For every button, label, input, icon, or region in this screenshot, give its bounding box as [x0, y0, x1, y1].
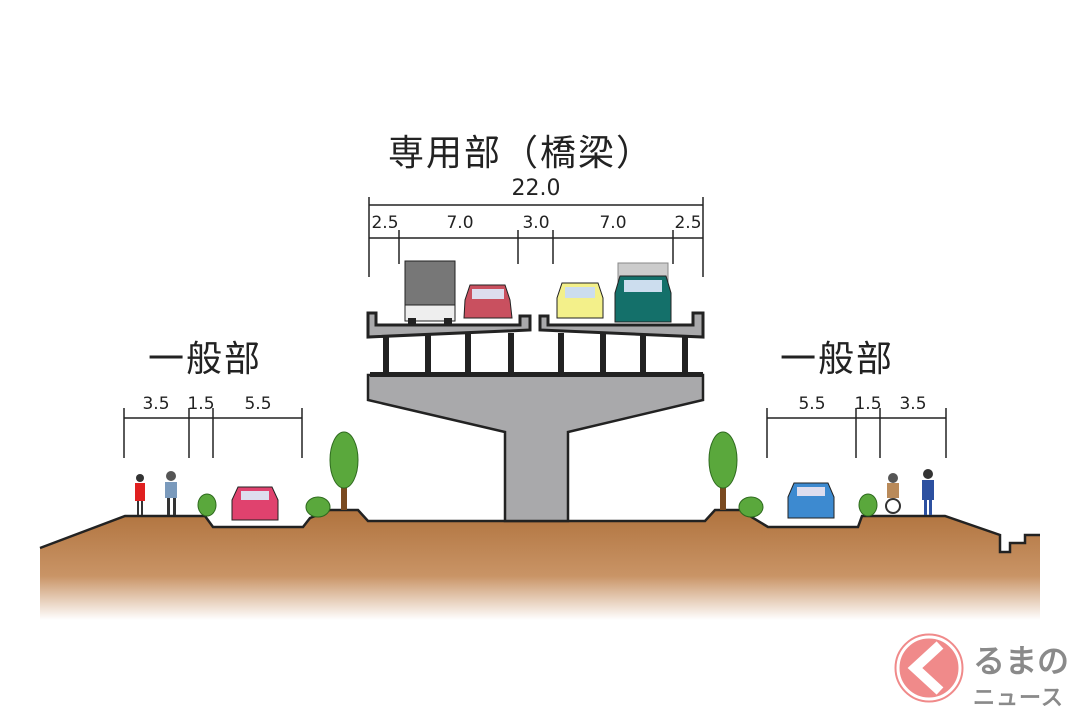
deck-right	[538, 311, 705, 339]
dim-label: 7.0	[599, 213, 627, 233]
dim-label: 7.0	[446, 213, 474, 233]
dim-label: 1.5	[187, 394, 215, 414]
deck-columns	[370, 333, 703, 377]
general-right-title: 一般部	[780, 339, 895, 380]
dedicated-section-title: 専用部（橋梁）	[388, 133, 655, 174]
dim-label: 5.5	[798, 394, 826, 414]
dim-label: 1.5	[854, 394, 882, 414]
dim-label: 5.5	[244, 394, 272, 414]
general-left-title: 一般部	[148, 339, 263, 380]
dim-label: 3.0	[522, 213, 550, 233]
pedestrians	[135, 469, 934, 515]
logo-text-line2: ニュース	[973, 686, 1064, 711]
trees	[197, 431, 878, 518]
dim-label: 2.5	[674, 213, 702, 233]
dim-label: 3.5	[899, 394, 927, 414]
yellow-car-vehicle	[556, 282, 604, 319]
green-van-vehicle	[614, 262, 672, 323]
total-width-label: 22.0	[511, 176, 561, 201]
pink-car-vehicle	[231, 486, 279, 521]
logo-text-line1: るまの	[973, 642, 1070, 680]
kuruma-news-logo	[891, 630, 967, 706]
pier	[366, 373, 705, 523]
red-car-vehicle	[463, 284, 513, 319]
dim-label: 3.5	[142, 394, 170, 414]
dim-label: 2.5	[371, 213, 399, 233]
truck-vehicle	[404, 260, 456, 326]
blue-car-vehicle	[787, 482, 835, 519]
dimension-lines	[123, 197, 947, 458]
ground	[40, 510, 1040, 620]
